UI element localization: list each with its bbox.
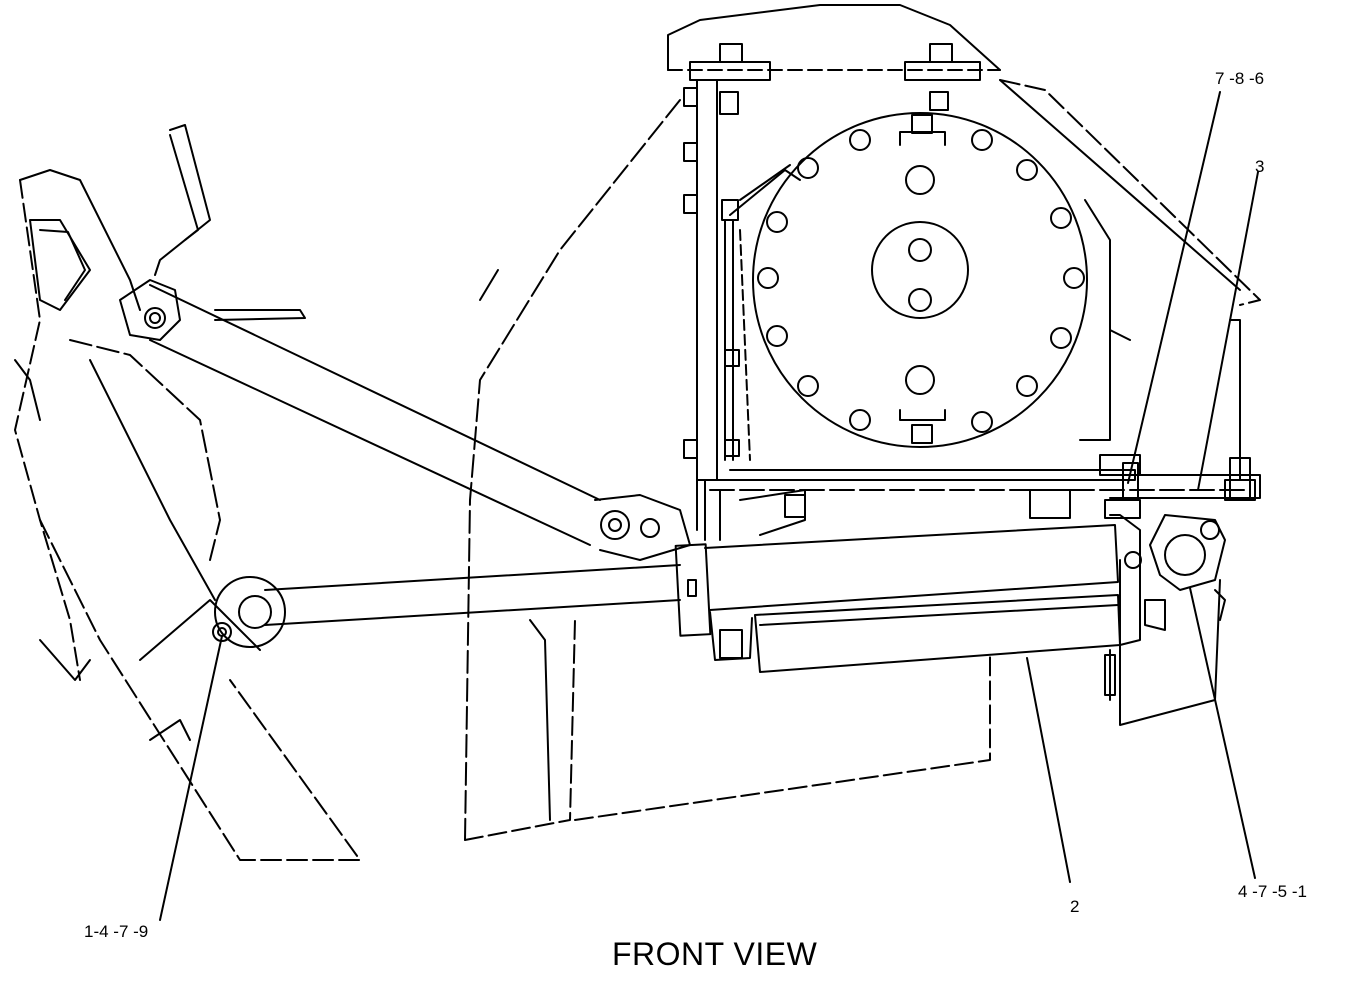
leader-line-c1 xyxy=(1127,91,1221,484)
callout-label-c5: 1-4 -7 -9 xyxy=(84,922,149,941)
right-pivot xyxy=(1149,514,1226,591)
leader-line-c3 xyxy=(1189,587,1256,879)
tie-rod xyxy=(212,564,681,648)
leader-lines xyxy=(159,91,1259,921)
callout-label-c3: 4 -7 -5 -1 xyxy=(1238,882,1307,901)
leader-line-c5 xyxy=(159,635,223,921)
housing-outline xyxy=(464,4,1261,841)
leader-line-c2 xyxy=(1197,171,1259,491)
view-title: FRONT VIEW xyxy=(612,936,818,972)
lever-assembly xyxy=(14,124,691,861)
callout-label-c2: 3 xyxy=(1255,157,1265,176)
mounting-plate xyxy=(683,79,1251,541)
callout-label-c1: 7 -8 -6 xyxy=(1215,69,1265,88)
hydraulic-cylinder xyxy=(674,514,1166,673)
callout-label-c4: 2 xyxy=(1070,897,1080,916)
drum-wheel xyxy=(729,112,1131,448)
leader-line-c4 xyxy=(1026,657,1071,883)
